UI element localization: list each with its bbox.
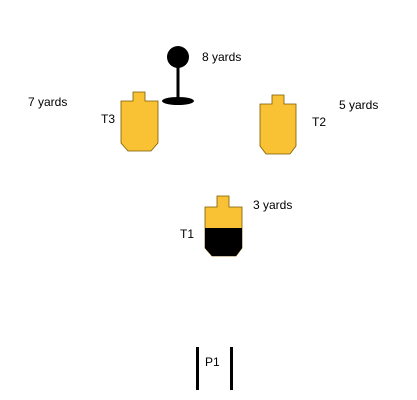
steel-plate-icon [167,46,189,68]
target-t2-label: T2 [312,115,326,129]
fault-line-right [230,347,233,390]
steel-distance-label: 8 yards [202,50,241,64]
target-t3-distance: 7 yards [28,95,67,109]
target-t1-label: T1 [180,227,194,241]
target-t2: T2 5 yards [259,94,378,155]
fault-line-left [196,347,199,390]
target-t1-distance: 3 yards [253,198,292,212]
target-t2-distance: 5 yards [339,98,378,112]
steel-stand-icon [176,66,180,99]
steel-target: 8 yards [162,46,241,105]
target-silhouette-icon [120,91,159,152]
target-t3-label: T3 [101,112,115,126]
shooting-position-label: P1 [205,355,220,369]
steel-base-icon [162,97,194,105]
target-t1: T1 3 yards [180,195,292,257]
no-shoot-cover [205,228,242,256]
target-t3: T3 7 yards [28,91,159,152]
shooting-position-p1: P1 [196,347,233,390]
target-silhouette-icon [259,94,297,155]
